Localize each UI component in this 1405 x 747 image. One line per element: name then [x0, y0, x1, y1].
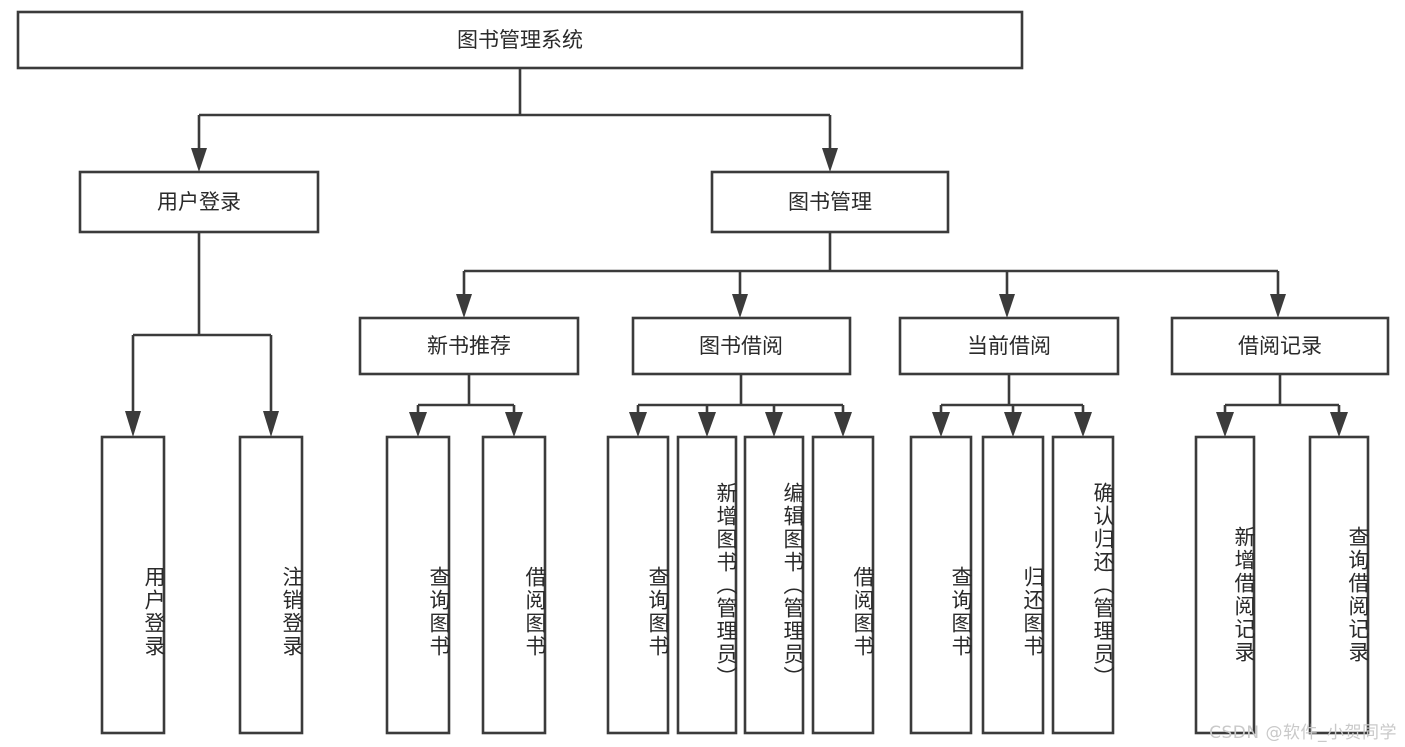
node-user-login-label: 用户登录 [157, 190, 241, 214]
node-borrow-query-book-box[interactable] [606, 435, 670, 735]
node-recommend-borrow-book-box[interactable] [481, 435, 547, 735]
arrow-head-current-borrow [999, 294, 1015, 318]
node-record-add-box[interactable] [1194, 435, 1256, 735]
node-book-management-label: 图书管理 [788, 190, 872, 214]
arrow-head-book-management [822, 148, 838, 172]
node-current-query-book-box[interactable] [909, 435, 973, 735]
arrow-head-record-add [1216, 412, 1234, 437]
arrow-head-borrow-borrow-book [834, 412, 852, 437]
arrow-head-user-login [191, 148, 207, 172]
node-record-query-box[interactable] [1308, 435, 1370, 735]
node-root-box[interactable] [16, 10, 1024, 70]
arrow-head-recommend-query-book [409, 412, 427, 437]
node-user-login-do-box[interactable] [100, 435, 166, 735]
node-borrow-record-box[interactable] [1170, 316, 1390, 376]
arrow-head-current-return-book [1004, 412, 1022, 437]
node-user-login-box[interactable] [78, 170, 320, 234]
node-current-borrow-label: 当前借阅 [967, 334, 1051, 358]
node-recommend-query-book-box[interactable] [385, 435, 451, 735]
node-new-book-recommend-box[interactable] [358, 316, 580, 376]
node-borrow-add-book-box[interactable] [676, 435, 738, 735]
arrow-head-borrow-edit-book [765, 412, 783, 437]
node-book-borrow-label: 图书借阅 [699, 334, 783, 358]
node-new-book-recommend-label: 新书推荐 [427, 334, 511, 358]
arrow-head-new-book-recommend [456, 294, 472, 318]
node-user-logout-box[interactable] [238, 435, 304, 735]
node-current-return-book-box[interactable] [981, 435, 1045, 735]
arrow-head-borrow-query-book [629, 412, 647, 437]
connector-layer [125, 68, 1348, 437]
csdn-watermark: CSDN @软件_小贺同学 [1209, 723, 1397, 743]
arrow-head-borrow-add-book [698, 412, 716, 437]
node-borrow-edit-book-box[interactable] [743, 435, 805, 735]
arrow-head-user-logout [263, 411, 279, 437]
arrow-head-borrow-record [1270, 294, 1286, 318]
node-borrow-borrow-book-box[interactable] [811, 435, 875, 735]
arrow-head-current-query-book [932, 412, 950, 437]
arrow-head-record-query [1330, 412, 1348, 437]
node-current-borrow-box[interactable] [898, 316, 1120, 376]
node-root-label: 图书管理系统 [457, 28, 583, 52]
node-box-layer: 图书管理系统 用户登录 图书管理 新书推荐 图书借阅 当前借阅 借阅记录 [16, 10, 1390, 735]
arrow-head-book-borrow [732, 294, 748, 318]
node-book-borrow-box[interactable] [631, 316, 852, 376]
node-current-confirm-return-box[interactable] [1051, 435, 1115, 735]
arrow-head-current-confirm-return [1074, 412, 1092, 437]
arrow-head-recommend-borrow-book [505, 412, 523, 437]
arrow-head-user-login-do [125, 411, 141, 437]
node-borrow-record-label: 借阅记录 [1238, 334, 1322, 358]
node-book-management-box[interactable] [710, 170, 950, 234]
